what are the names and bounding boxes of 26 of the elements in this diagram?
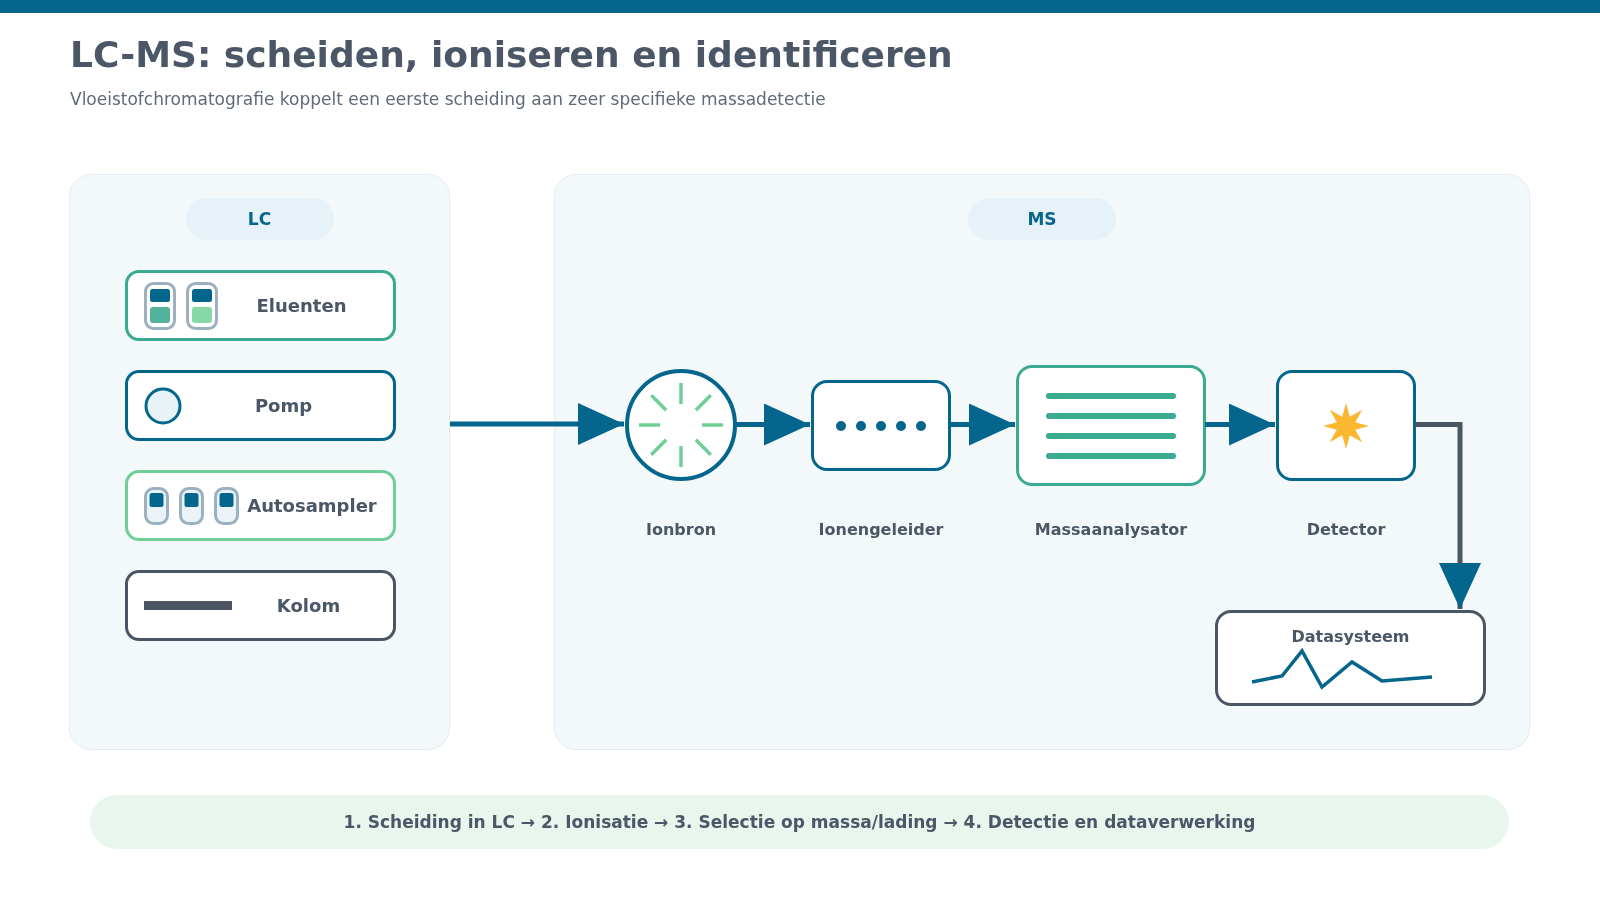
process-box [125, 570, 396, 641]
node-label: Autosampler [246, 495, 377, 516]
node-label: Datasysteem [1291, 627, 1410, 647]
arrow [950, 403, 1015, 446]
process-box [1215, 610, 1486, 706]
node-label: Eluenten [255, 295, 347, 316]
node-label: Ionengeleider [818, 520, 944, 540]
group-panel [69, 174, 450, 750]
process-box [125, 470, 396, 541]
node-label: Pomp [253, 395, 313, 416]
node-label: Kolom [275, 595, 341, 616]
group-panel [554, 174, 1530, 750]
group-title: MS [968, 198, 1116, 240]
title: LC-MS: scheiden, ioniseren en identificeren [70, 34, 953, 75]
arrow [450, 403, 624, 445]
arrow [1415, 422, 1481, 609]
summary-banner: 1. Scheiding in LC → 2. Ionisatie → 3. Selectie op massa/lading → 4. Detectie en dataverwerking [90, 795, 1509, 849]
group-title: LC [185, 198, 334, 240]
process-box [125, 270, 396, 341]
process-box [125, 370, 396, 441]
arrow [1205, 403, 1275, 446]
node-label: Detector [1306, 520, 1386, 540]
arrow [736, 403, 810, 446]
subtitle: Vloeistofchromatografie koppelt een eerste scheiding aan zeer specifieke massadetectie [70, 89, 826, 109]
node-label: Ionbron [645, 520, 717, 540]
node-label: Massaanalysator [1034, 520, 1188, 540]
